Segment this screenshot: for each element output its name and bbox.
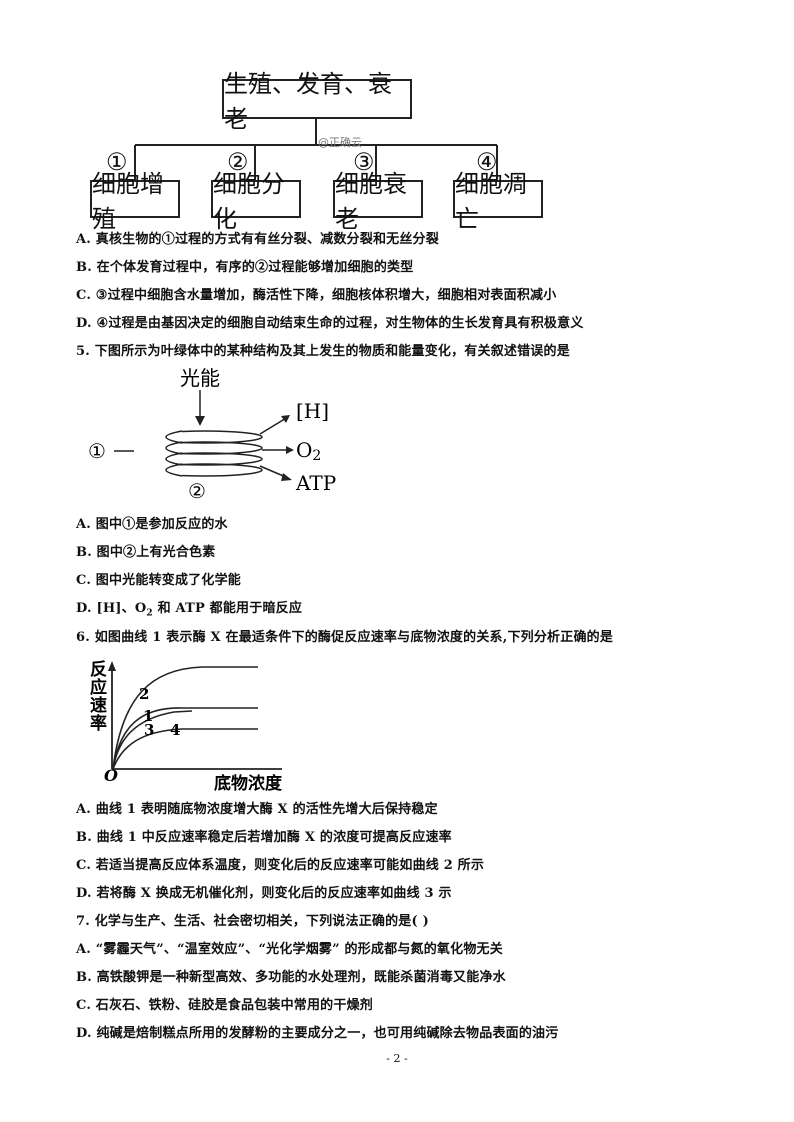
ylabel-char-1: 反 (90, 660, 107, 680)
q7-option-d: D. 纯碱是焙制糕点所用的发酵粉的主要成分之一，也可用纯碱除去物品表面的油污 (76, 1026, 559, 1041)
q5-option-d-pre: D. [H]、O (76, 601, 147, 616)
top-box-label: 生殖、发育、衰老 (224, 70, 392, 133)
curve-1 (112, 707, 258, 770)
label-2: ② (188, 479, 206, 503)
q5-option-d-sub: 2 (146, 608, 153, 619)
q5-option-d: D. [H]、O2 和 ATP 都能用于暗反应 (76, 597, 302, 619)
box-cell-differentiation: 细胞分化 (211, 170, 301, 233)
q6-option-b: B. 曲线 1 中反应速率稳定后若增加酶 X 的浓度可提高反应速率 (76, 830, 452, 845)
q7-option-a: A. “雾霾天气”、“温室效应”、“光化学烟雾” 的形成都与氮的氧化物无关 (76, 942, 503, 957)
q6-option-d: D. 若将酶 X 换成无机催化剂，则变化后的反应速率如曲线 3 示 (76, 886, 452, 901)
q5-option-d-post: 和 ATP 都能用于暗反应 (152, 601, 303, 616)
circle-label-4: ④ (476, 148, 498, 176)
q5-stem: 5. 下图所示为叶绿体中的某种结构及其上发生的物质和能量变化，有关叙述错误的是 (76, 344, 570, 359)
box-label-1: 细胞增殖 (92, 170, 164, 233)
curve-3 (112, 710, 193, 770)
box-cell-proliferation: 细胞增殖 (90, 170, 180, 233)
output-atp-label: ATP (295, 471, 336, 495)
q4-option-b: B. 在个体发育过程中，有序的②过程能够增加细胞的类型 (76, 260, 414, 275)
watermark: @正确云 (318, 136, 362, 149)
curve-4 (112, 728, 258, 770)
curve-label-1: 1 (143, 707, 153, 725)
page-number: - 2 - (386, 1052, 408, 1065)
q4-option-a: A. 真核生物的①过程的方式有有丝分裂、减数分裂和无丝分裂 (76, 232, 439, 247)
output-o2-sub: 2 (312, 448, 321, 464)
q6-stem: 6. 如图曲线 1 表示酶 X 在最适条件下的酶促反应速率与底物浓度的关系,下列… (76, 630, 614, 645)
circle-label-2: ② (227, 148, 249, 176)
curve-label-3: 3 (144, 721, 154, 739)
curve-2 (112, 666, 258, 770)
enzyme-rate-graph: 反 应 速 率 O 2 1 3 4 底物浓度 (90, 660, 283, 794)
q7-option-b: B. 高铁酸钾是一种新型高效、多功能的水处理剂，既能杀菌消毒又能净水 (76, 970, 506, 985)
ylabel-char-4: 率 (90, 713, 107, 734)
label-1: ① (88, 439, 106, 463)
light-energy-label: 光能 (180, 366, 220, 390)
curve-label-2: 2 (139, 685, 149, 703)
box-cell-apoptosis: 细胞凋亡 (453, 170, 543, 233)
box-label-4: 细胞凋亡 (455, 170, 527, 233)
q6-option-a: A. 曲线 1 表明随底物浓度增大酶 X 的活性先增大后保持稳定 (76, 802, 438, 817)
circle-label-3: ③ (353, 148, 375, 176)
box-label-2: 细胞分化 (213, 170, 285, 233)
q6-option-c: C. 若适当提高反应体系温度，则变化后的反应速率可能如曲线 2 所示 (76, 858, 485, 873)
box-label-3: 细胞衰老 (335, 170, 407, 233)
output-o2-label: O2 (296, 438, 321, 464)
thylakoid-diagram: 光能 ① ② [H] O2 ATP (88, 366, 336, 503)
output-o2-main: O (296, 438, 312, 462)
ylabel-char-3: 速 (90, 695, 107, 716)
q5-option-b: B. 图中②上有光合色素 (76, 545, 216, 560)
q4-option-d: D. ④过程是由基因决定的细胞自动结束生命的过程，对生物体的生长发育具有积极意义 (76, 316, 584, 331)
ylabel-char-2: 应 (90, 677, 107, 698)
q7-stem: 7. 化学与生产、生活、社会密切相关，下列说法正确的是( ) (76, 914, 429, 929)
q7-option-c: C. 石灰石、铁粉、硅胶是食品包装中常用的干燥剂 (76, 998, 373, 1013)
q4-option-c: C. ③过程中细胞含水量增加，酶活性下降，细胞核体积增大，细胞相对表面积减小 (76, 288, 557, 303)
diagram-top-box: 生殖、发育、衰老 (222, 70, 412, 133)
diagram-connector-lines (134, 117, 498, 180)
xlabel: 底物浓度 (214, 773, 283, 794)
origin-label: O (104, 766, 118, 785)
circle-label-1: ① (106, 148, 128, 176)
output-h-label: [H] (296, 399, 329, 423)
box-cell-senescence: 细胞衰老 (333, 170, 423, 233)
q5-option-c: C. 图中光能转变成了化学能 (76, 573, 241, 588)
curve-label-4: 4 (170, 721, 180, 739)
q5-option-a: A. 图中①是参加反应的水 (76, 517, 228, 532)
